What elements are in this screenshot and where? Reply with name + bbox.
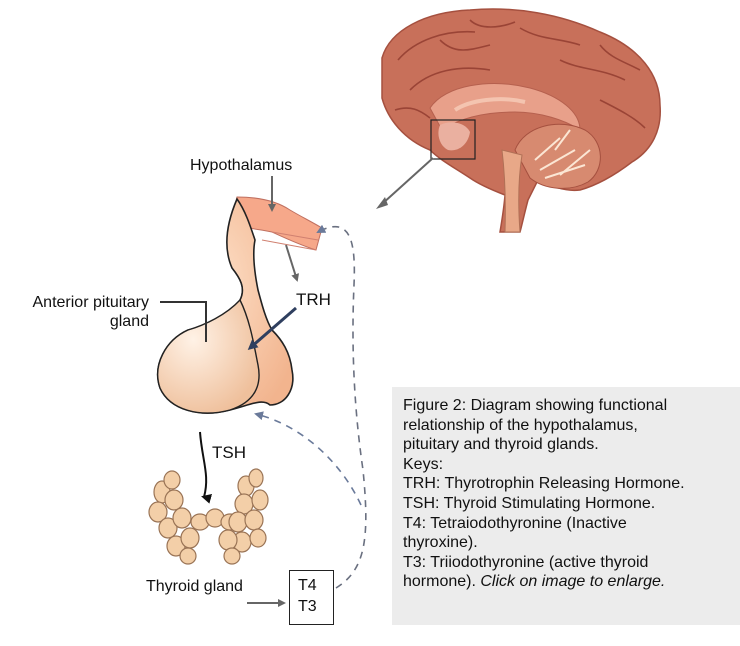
thyroid-hormones-box: T4 T3 bbox=[289, 570, 334, 625]
caption-line: T3: Triiodothyronine (active thyroid bbox=[403, 553, 649, 571]
trh-label: TRH bbox=[296, 290, 331, 309]
thyroid-gland bbox=[148, 468, 269, 565]
caption-last-line-text: hormone). bbox=[403, 573, 481, 591]
tsh-label: TSH bbox=[212, 443, 246, 462]
caption-line: Figure 2: Diagram showing functional bbox=[403, 397, 668, 414]
caption-line: T4: Tetraiodothyronine (Inactive bbox=[403, 514, 627, 532]
feedback-to-hypothalamus-dashed-arrow bbox=[316, 224, 367, 589]
pituitary-gland bbox=[156, 197, 294, 414]
zoom-pointer-arrow bbox=[381, 157, 434, 205]
thyroid-gland-label: Thyroid gland bbox=[146, 578, 243, 595]
t4-label: T4 bbox=[298, 577, 317, 594]
hypothalamus-tissue bbox=[235, 196, 323, 251]
zoom-pointer-arrowhead bbox=[376, 197, 388, 209]
caption-line: pituitary and thyroid glands. bbox=[403, 436, 599, 454]
t3-label: T3 bbox=[298, 598, 317, 615]
trh-release-arrow bbox=[285, 244, 300, 282]
tsh-to-thyroid-arrow bbox=[199, 431, 213, 504]
caption-line: relationship of the hypothalamus, bbox=[403, 416, 638, 434]
anterior-pituitary-label: Anterior pituitary gland bbox=[14, 293, 150, 331]
trh-to-pituitary-arrow bbox=[247, 306, 297, 350]
figure-caption: Figure 2: Diagram showing functional rel… bbox=[392, 387, 740, 625]
caption-line: TRH: Thyrotrophin Releasing Hormone. bbox=[403, 475, 685, 493]
brain-illustration bbox=[381, 8, 661, 233]
anterior-pituitary-label-line2: gland bbox=[109, 313, 149, 330]
feedback-to-pituitary-dashed-arrow bbox=[254, 411, 362, 506]
caption-line: TSH: Thyroid Stimulating Hormone. bbox=[403, 494, 656, 512]
anterior-pituitary-label-line1: Anterior pituitary bbox=[32, 294, 150, 311]
caption-line: Keys: bbox=[403, 455, 444, 473]
caption-line: thyroxine). bbox=[403, 534, 478, 552]
enlarge-link[interactable]: Click on image to enlarge. bbox=[480, 573, 666, 591]
anterior-pituitary-leader-line bbox=[160, 301, 207, 342]
hypothalamus-label: Hypothalamus bbox=[190, 157, 293, 174]
brain-zoom-box bbox=[430, 119, 476, 160]
caption-last-line: hormone). Click on image to enlarge. bbox=[403, 572, 732, 592]
